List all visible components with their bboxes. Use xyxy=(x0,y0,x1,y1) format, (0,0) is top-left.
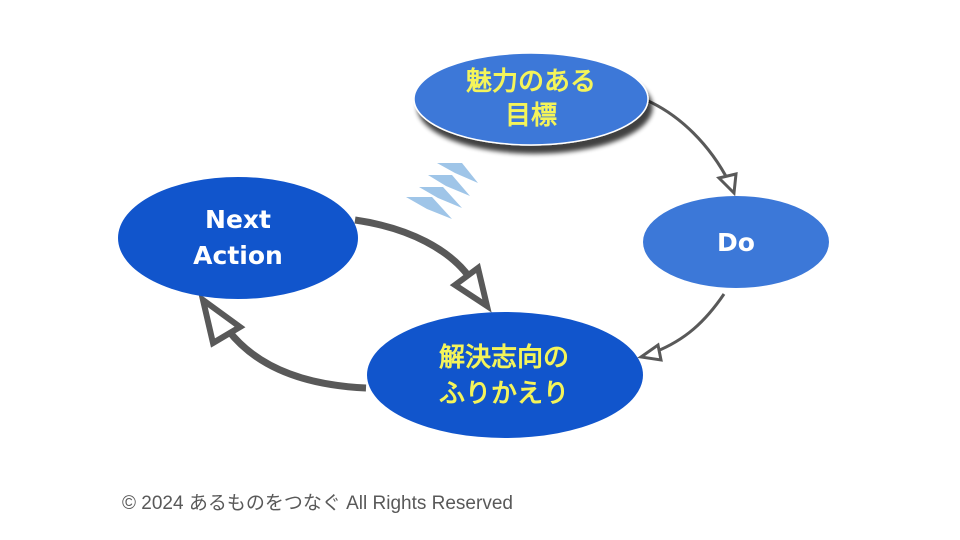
node-goal: 魅力のある 目標 xyxy=(413,52,649,146)
arrow-reflection-to-next-action xyxy=(198,292,367,392)
node-next-action-label-line1: Next xyxy=(205,205,271,234)
arrow-next-action-to-reflection xyxy=(354,216,492,313)
node-next-action: Next Action xyxy=(118,177,358,299)
node-reflection: 解決志向の ふりかえり xyxy=(367,312,643,438)
node-reflection-label-line1: 解決志向の xyxy=(439,342,569,373)
node-do-label: Do xyxy=(717,228,755,257)
arrow-do-to-reflection xyxy=(637,293,726,362)
arrow-goal-to-do xyxy=(645,98,738,197)
node-goal-label-line2: 目標 xyxy=(505,101,557,131)
node-next-action-label-line2: Action xyxy=(193,241,283,270)
node-do: Do xyxy=(643,196,829,288)
node-goal-label-line1: 魅力のある xyxy=(466,66,596,97)
node-reflection-label-line2: ふりかえり xyxy=(439,379,569,409)
copyright-footer: © 2024 あるものをつなぐ All Rights Reserved xyxy=(122,493,513,514)
chevron-stack-icon xyxy=(406,163,478,219)
